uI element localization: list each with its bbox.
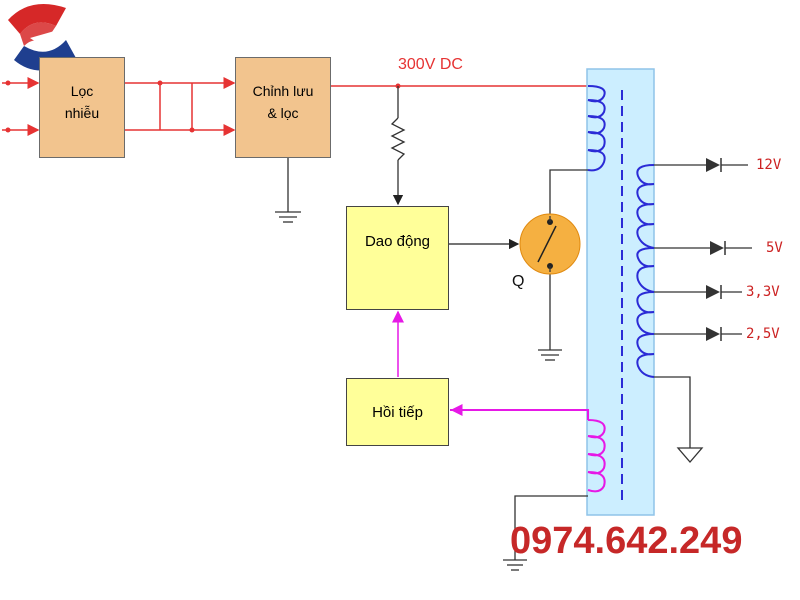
block-chinh-luu-line2: & lọc xyxy=(267,105,299,121)
output-tap-1 xyxy=(654,158,748,172)
output-label-4: 2,5V xyxy=(746,326,780,342)
secondary-ground xyxy=(654,376,704,463)
output-label-3: 3,3V xyxy=(746,284,780,300)
block-loc-nhieu-line2: nhiễu xyxy=(64,105,100,121)
output-label-2: 5V xyxy=(766,240,783,256)
output-label-1: 12V xyxy=(756,157,782,173)
output-tap-3 xyxy=(654,285,742,299)
primary-switch-wire xyxy=(538,169,588,361)
block-loc-nhieu: Lọc nhiễu xyxy=(39,57,125,158)
output-tap-2 xyxy=(654,241,752,255)
block-hoi-tiep-label: Hồi tiếp xyxy=(372,404,423,421)
switch-q xyxy=(519,213,581,275)
feedback-ground xyxy=(503,495,588,571)
primary-winding xyxy=(587,85,606,172)
dc-bus-line xyxy=(331,83,588,206)
block-dao-dong-label: Dao động xyxy=(364,233,431,250)
output-tap-4 xyxy=(654,327,742,341)
secondary-winding xyxy=(636,164,655,378)
transformer-core xyxy=(586,68,655,516)
input-lines xyxy=(2,77,40,136)
feedback-winding xyxy=(450,409,606,493)
block-loc-nhieu-line1: Lọc xyxy=(70,83,94,99)
block-dao-dong: Dao động xyxy=(346,206,449,310)
filter-output-lines xyxy=(125,77,236,136)
phone-number: 0974.642.249 xyxy=(510,520,743,562)
ground-rectifier xyxy=(275,158,301,223)
dc-voltage-label: 300V DC xyxy=(398,56,463,73)
switch-label: Q xyxy=(512,273,525,290)
block-hoi-tiep: Hồi tiếp xyxy=(346,378,449,446)
block-chinh-luu-line1: Chỉnh lưu xyxy=(252,83,314,99)
logo-icon xyxy=(2,4,82,76)
block-chinh-luu: Chỉnh lưu & lọc xyxy=(235,57,331,158)
